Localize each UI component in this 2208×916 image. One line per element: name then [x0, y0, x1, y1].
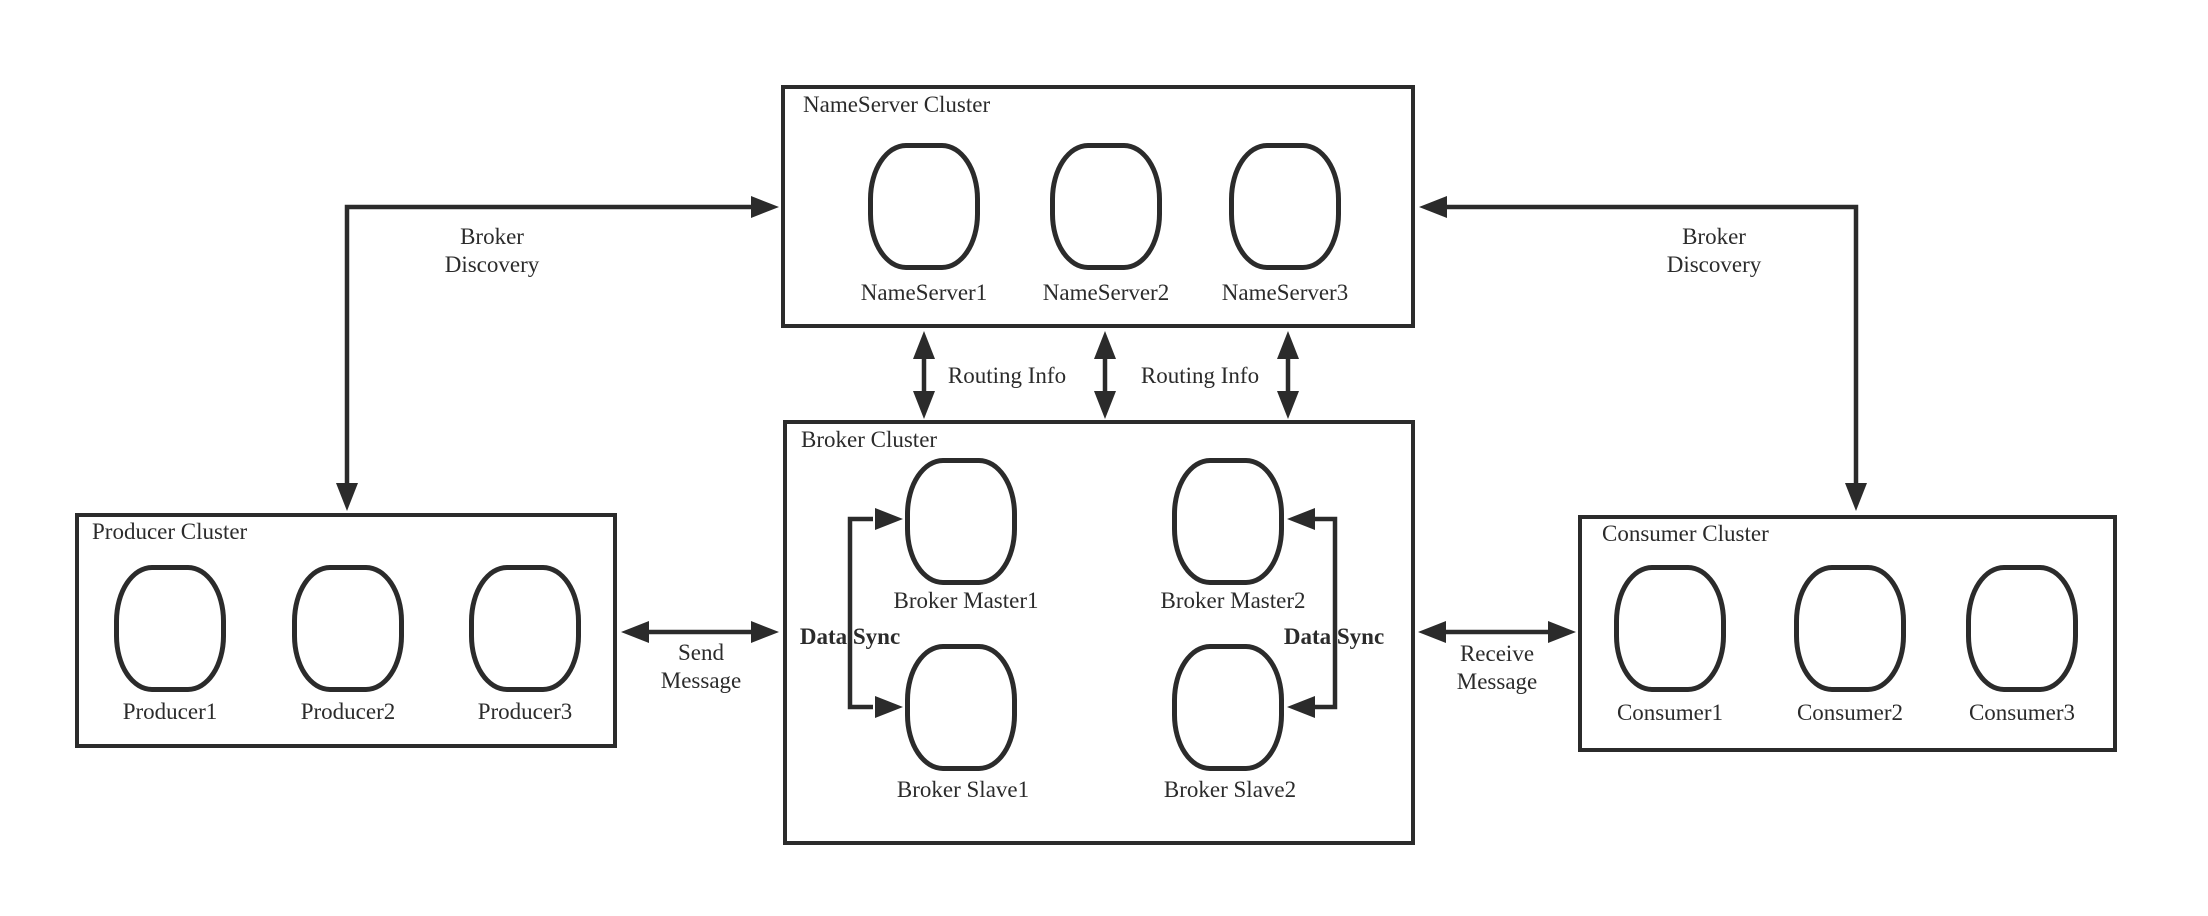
edge-broker-discovery-left — [344, 204, 763, 497]
arrowhead-routing2-down — [1094, 391, 1116, 419]
cluster-title-nameserver: NameServer Cluster — [803, 92, 991, 117]
arrowhead-into-slave1 — [875, 696, 903, 718]
node-nameserver3 — [1229, 143, 1341, 270]
arrowhead-routing3-up — [1277, 331, 1299, 359]
arrowhead-routing2-up — [1094, 331, 1116, 359]
arrowhead-into-broker-right — [1418, 621, 1446, 643]
node-producer2 — [292, 565, 404, 692]
arrowhead-into-broker-left — [751, 621, 779, 643]
node-consumer2 — [1794, 565, 1906, 692]
edge-label-data-sync-left: Data Sync — [799, 624, 901, 649]
edge-label-routing-info-right: Routing Info — [1140, 363, 1260, 388]
node-broker-slave2 — [1172, 644, 1284, 771]
node-label-producer1: Producer1 — [122, 699, 218, 724]
node-label-producer2: Producer2 — [300, 699, 396, 724]
edge-data-sync-right — [1312, 516, 1338, 710]
arrowhead-routing3-down — [1277, 391, 1299, 419]
edge-label-broker-discovery-right: Broker Discovery — [1666, 224, 1762, 277]
node-consumer3 — [1966, 565, 2078, 692]
node-broker-master1 — [905, 458, 1017, 585]
node-consumer1 — [1614, 565, 1726, 692]
node-label-broker-master1: Broker Master1 — [893, 588, 1039, 613]
producer-cluster-box — [75, 513, 617, 748]
node-label-broker-slave2: Broker Slave2 — [1163, 777, 1297, 802]
edge-label-data-sync-right: Data Sync — [1283, 624, 1385, 649]
arrowhead-into-master1 — [875, 508, 903, 530]
arrowhead-into-nameserver-right — [1419, 196, 1447, 218]
node-label-producer3: Producer3 — [477, 699, 573, 724]
edge-label-routing-info-left: Routing Info — [947, 363, 1067, 388]
arrowhead-into-master2 — [1287, 508, 1315, 530]
node-label-consumer2: Consumer2 — [1796, 700, 1904, 725]
edge-broker-discovery-right — [1433, 204, 1859, 497]
edge-label-receive-message: Receive Message — [1456, 641, 1538, 694]
edge-label-broker-discovery-left: Broker Discovery — [444, 224, 540, 277]
node-label-nameserver3: NameServer3 — [1221, 280, 1349, 305]
cluster-title-broker: Broker Cluster — [801, 427, 938, 452]
arrowhead-into-consumer-left — [1548, 621, 1576, 643]
arrowhead-routing1-up — [913, 331, 935, 359]
node-nameserver2 — [1050, 143, 1162, 270]
node-label-consumer1: Consumer1 — [1616, 700, 1724, 725]
arrowhead-into-nameserver-left — [751, 196, 779, 218]
node-broker-slave1 — [905, 644, 1017, 771]
arrowhead-into-producer-top — [336, 483, 358, 511]
node-label-consumer3: Consumer3 — [1968, 700, 2076, 725]
edge-label-send-message: Send Message — [660, 640, 742, 693]
node-producer1 — [114, 565, 226, 692]
arrowhead-into-consumer-top — [1845, 483, 1867, 511]
consumer-cluster-box — [1578, 515, 2117, 752]
node-producer3 — [469, 565, 581, 692]
broker-cluster-box — [783, 420, 1415, 845]
node-nameserver1 — [868, 143, 980, 270]
arrowhead-into-producer-right — [621, 621, 649, 643]
edge-data-sync-left — [847, 516, 873, 710]
node-broker-master2 — [1172, 458, 1284, 585]
node-label-broker-slave1: Broker Slave1 — [896, 777, 1030, 802]
nameserver-cluster-box — [781, 85, 1415, 328]
node-label-nameserver2: NameServer2 — [1042, 280, 1170, 305]
arrowhead-into-slave2 — [1287, 696, 1315, 718]
cluster-title-consumer: Consumer Cluster — [1602, 521, 1769, 546]
arrowhead-routing1-down — [913, 391, 935, 419]
node-label-nameserver1: NameServer1 — [860, 280, 988, 305]
node-label-broker-master2: Broker Master2 — [1160, 588, 1306, 613]
cluster-title-producer: Producer Cluster — [92, 519, 248, 544]
